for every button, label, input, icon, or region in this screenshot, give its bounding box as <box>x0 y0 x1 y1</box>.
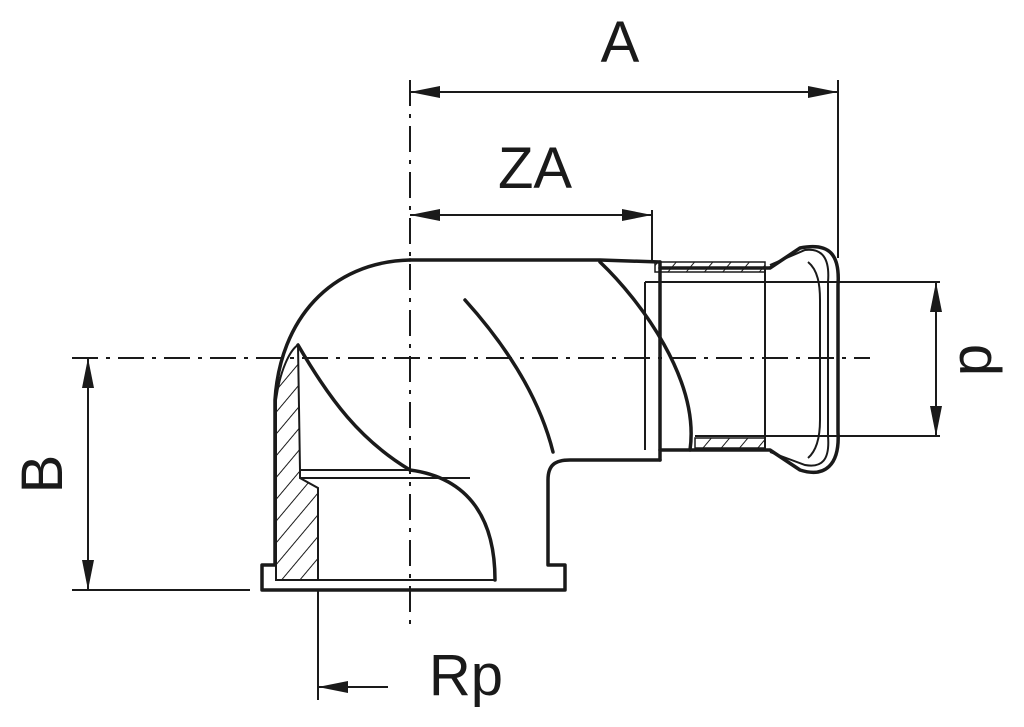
dimension-za: ZA <box>410 136 653 262</box>
label-a: A <box>601 10 640 75</box>
label-rp: Rp <box>429 643 503 708</box>
dimension-a: A <box>410 10 839 258</box>
dimension-d: d <box>930 282 1012 436</box>
label-d: d <box>947 344 1012 376</box>
label-za: ZA <box>498 136 572 201</box>
label-b: B <box>10 455 75 494</box>
center-lines <box>72 80 870 625</box>
dimension-b: B <box>10 358 250 591</box>
fitting-body <box>260 244 940 592</box>
dimension-rp: Rp <box>317 590 503 708</box>
